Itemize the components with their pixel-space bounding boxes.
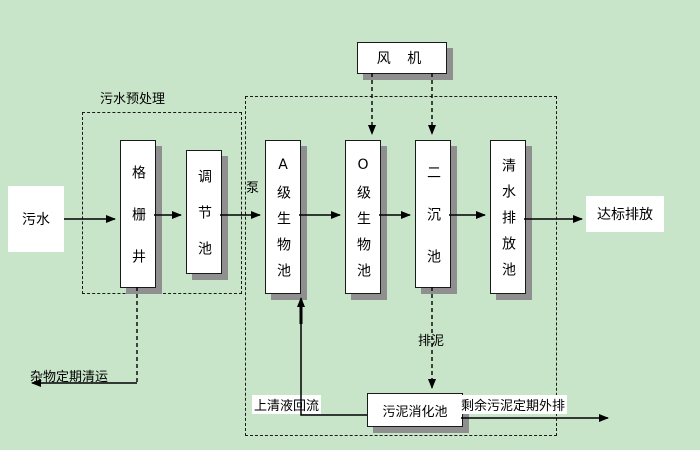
pretreatment-group-box — [82, 112, 242, 294]
node-clear-water-tank-label: 清水排放池 — [500, 158, 516, 288]
sludge-discharge-label: 排泥 — [418, 334, 445, 349]
node-grid-well: 格栅井 — [120, 140, 156, 291]
node-sludge-digestion-tank-label: 污泥消化池 — [382, 404, 448, 420]
node-secondary-sed-tank-label: 二沉池 — [425, 165, 441, 291]
supernatant-return-label: 上清液回流 — [252, 395, 322, 414]
pump-label: 泵 — [246, 181, 260, 196]
node-fan: 风 机 — [357, 42, 447, 74]
node-a-bio-tank: A级生物池 — [265, 140, 301, 294]
node-sludge-digestion-tank: 污泥消化池 — [367, 393, 463, 427]
pretreatment-label: 污水预处理 — [100, 92, 166, 107]
node-clear-water-tank: 清水排放池 — [490, 140, 526, 294]
node-a-bio-tank-label: A级生物池 — [275, 157, 291, 289]
node-regulating-tank: 调节池 — [186, 150, 222, 277]
node-regulating-tank-label: 调节池 — [196, 169, 212, 277]
excess-sludge-label: 剩余污泥定期外排 — [459, 395, 568, 414]
effluent-label: 达标排放 — [586, 196, 664, 232]
node-influent: 污水 — [8, 186, 64, 252]
node-fan-label: 风 机 — [376, 51, 428, 67]
node-grid-well-label: 格栅井 — [130, 165, 146, 291]
debris-removal-label: 杂物定期清运 — [30, 370, 109, 385]
node-influent-label: 污水 — [22, 212, 50, 228]
effluent-label-text: 达标排放 — [597, 207, 653, 223]
node-o-bio-tank-label: O级生物池 — [355, 157, 371, 289]
treatment-group-box — [245, 96, 557, 436]
node-secondary-sed-tank: 二沉池 — [415, 140, 451, 291]
node-o-bio-tank: O级生物池 — [345, 140, 381, 294]
